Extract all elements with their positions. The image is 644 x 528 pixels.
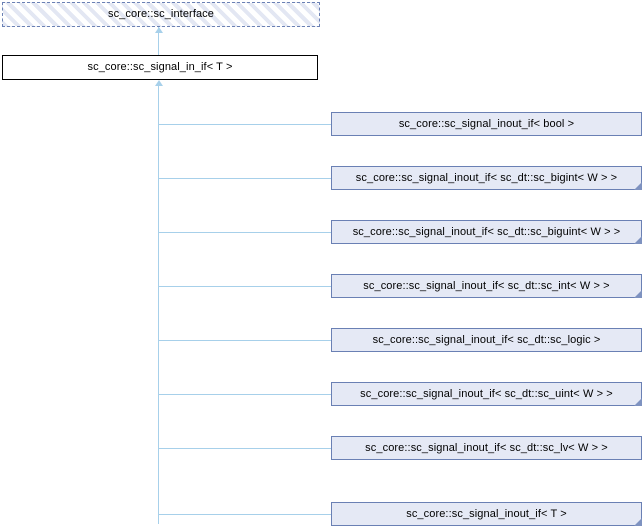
node-sc-interface[interactable]: sc_core::sc_interface bbox=[2, 2, 320, 27]
node-label: sc_core::sc_signal_inout_if< sc_dt::sc_b… bbox=[352, 225, 621, 238]
node-sc-signal-in-if[interactable]: sc_core::sc_signal_in_if< T > bbox=[2, 55, 318, 80]
node-sc-signal-inout-if-sc-int[interactable]: sc_core::sc_signal_inout_if< sc_dt::sc_i… bbox=[331, 274, 642, 298]
arrowhead-current bbox=[155, 80, 163, 86]
edge-branch-8 bbox=[159, 514, 331, 515]
node-label: sc_core::sc_signal_inout_if< sc_dt::sc_i… bbox=[363, 279, 610, 292]
node-label: sc_core::sc_signal_inout_if< bool > bbox=[398, 117, 575, 130]
node-sc-signal-inout-if-sc-lv[interactable]: sc_core::sc_signal_inout_if< sc_dt::sc_l… bbox=[331, 436, 642, 460]
edge-branch-2 bbox=[159, 178, 331, 179]
node-sc-signal-inout-if-sc-biguint[interactable]: sc_core::sc_signal_inout_if< sc_dt::sc_b… bbox=[331, 220, 642, 244]
node-sc-signal-inout-if-sc-uint[interactable]: sc_core::sc_signal_inout_if< sc_dt::sc_u… bbox=[331, 382, 642, 406]
node-sc-signal-inout-if-bool[interactable]: sc_core::sc_signal_inout_if< bool > bbox=[331, 112, 642, 136]
node-label: sc_core::sc_signal_in_if< T > bbox=[87, 61, 233, 73]
edge-branch-5 bbox=[159, 340, 331, 341]
node-sc-signal-inout-if-sc-logic[interactable]: sc_core::sc_signal_inout_if< sc_dt::sc_l… bbox=[331, 328, 642, 352]
edge-trunk-vertical bbox=[158, 86, 159, 524]
node-label: sc_core::sc_signal_inout_if< sc_dt::sc_l… bbox=[365, 441, 608, 454]
node-label: sc_core::sc_interface bbox=[107, 8, 215, 20]
node-label: sc_core::sc_signal_inout_if< sc_dt::sc_b… bbox=[355, 171, 618, 184]
edge-branch-1 bbox=[159, 124, 331, 125]
node-label: sc_core::sc_signal_inout_if< sc_dt::sc_l… bbox=[372, 333, 601, 346]
edge-branch-4 bbox=[159, 286, 331, 287]
edge-root-to-current bbox=[158, 27, 159, 55]
node-label: sc_core::sc_signal_inout_if< sc_dt::sc_u… bbox=[360, 387, 613, 400]
edge-branch-3 bbox=[159, 232, 331, 233]
edge-branch-7 bbox=[159, 448, 331, 449]
node-sc-signal-inout-if-t[interactable]: sc_core::sc_signal_inout_if< T > bbox=[331, 502, 642, 526]
arrowhead-root bbox=[155, 27, 163, 33]
node-label: sc_core::sc_signal_inout_if< T > bbox=[406, 507, 567, 520]
edge-branch-6 bbox=[159, 394, 331, 395]
node-sc-signal-inout-if-sc-bigint[interactable]: sc_core::sc_signal_inout_if< sc_dt::sc_b… bbox=[331, 166, 642, 190]
